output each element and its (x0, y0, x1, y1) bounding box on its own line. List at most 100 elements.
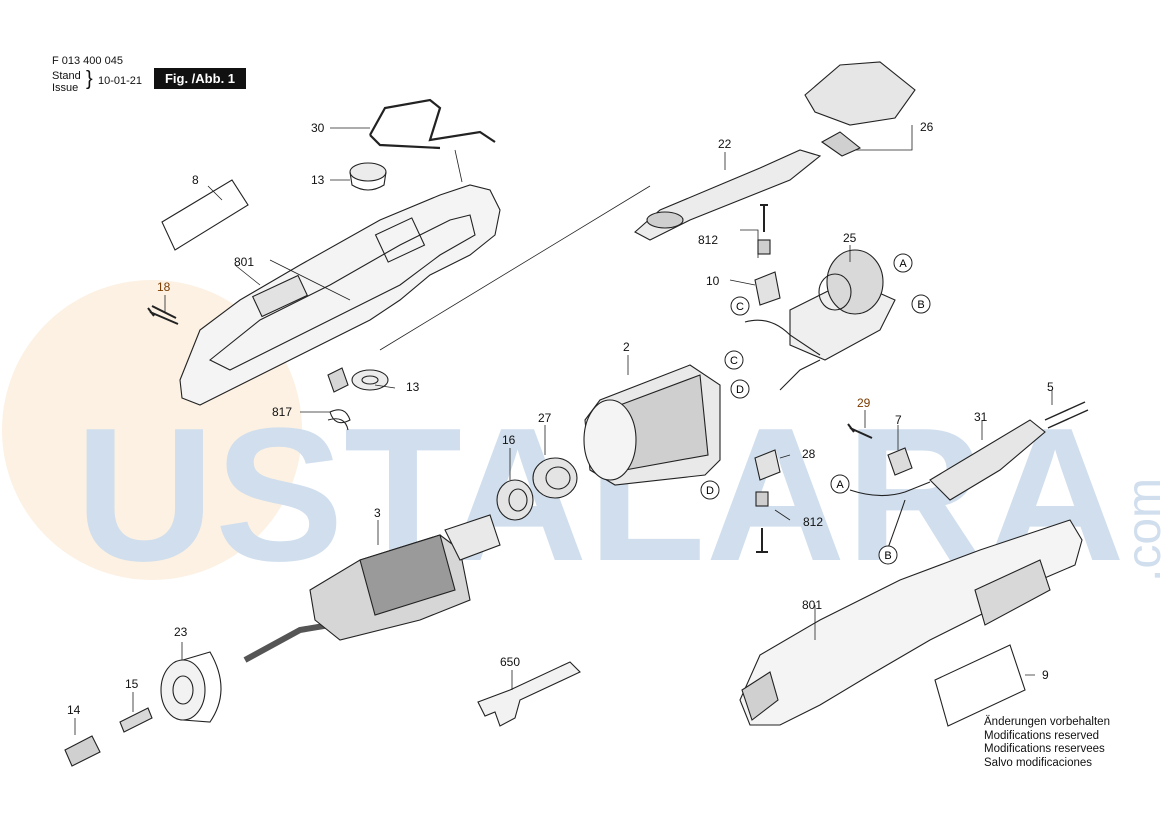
callout-817: 817 (272, 405, 292, 419)
cord-guard-31 (929, 419, 1046, 501)
housing-switch-slot (251, 274, 309, 318)
callout-8: 8 (192, 173, 199, 187)
brush-holder-10 (754, 271, 781, 306)
issue-date: 10-01-21 (98, 75, 143, 87)
callout-650: 650 (500, 655, 520, 669)
svg-text:C: C (730, 355, 738, 367)
callout-9: 9 (1042, 668, 1049, 682)
bearing-27 (532, 457, 578, 499)
wire-bracket (369, 98, 496, 150)
callout-26: 26 (920, 120, 934, 134)
rear-housing-outline (739, 519, 1083, 726)
callout-27: 27 (538, 411, 552, 425)
plug-13-top-side (349, 171, 387, 191)
svg-text:A: A (836, 479, 844, 491)
callout-14: 14 (67, 703, 81, 717)
switch-slider-knob (646, 211, 684, 229)
callout-801-bottom: 801 (802, 598, 822, 612)
drawing-lines (64, 61, 1089, 767)
svg-text:B: B (884, 550, 891, 562)
connector-d-bottom: D (700, 480, 720, 500)
wrench-650 (477, 661, 581, 727)
callout-18: 18 (157, 280, 171, 294)
connector-c-stator: C (724, 350, 744, 370)
brush-812-top (757, 239, 771, 255)
svg-text:C: C (736, 301, 744, 313)
stator-2-face (583, 399, 637, 481)
brush-812-bottom (755, 491, 769, 507)
connector-a-top: A (893, 253, 913, 273)
callout-28: 28 (802, 447, 816, 461)
rear-housing-grip (974, 559, 1051, 626)
callout-23: 23 (174, 625, 188, 639)
note-fr: Modifications reservees (984, 743, 1105, 756)
connector-b-top: B (911, 294, 931, 314)
cord-5 (1044, 401, 1089, 429)
callout-25: 25 (843, 231, 857, 245)
watermark-suffix: .com (1118, 478, 1169, 582)
callout-labels: 30 13 8 801 18 817 13 22 26 812 25 10 2 … (67, 120, 1054, 717)
armature-3-commutator (444, 514, 501, 561)
callout-812-top: 812 (698, 233, 718, 247)
ring-16 (496, 479, 534, 521)
rear-housing-nose (741, 671, 779, 721)
svg-text:D: D (736, 384, 744, 396)
screw-29 (847, 423, 873, 439)
connector-d-stator: D (730, 379, 750, 399)
plug-13-top (349, 162, 387, 182)
callout-30: 30 (311, 121, 325, 135)
ring-16-inner (508, 488, 528, 512)
connector-b-bottom: B (878, 545, 898, 565)
collet-15 (119, 707, 153, 733)
cover-26 (804, 61, 916, 126)
header-brace: } (86, 68, 93, 90)
callout-812-bottom: 812 (803, 515, 823, 529)
clamp-7 (887, 447, 913, 476)
nose-23-hole (172, 675, 194, 705)
spring-817 (327, 409, 351, 431)
figure-label: Fig. /Abb. 1 (154, 68, 246, 89)
note-en: Modifications reserved (984, 729, 1100, 742)
cover-26-small (820, 131, 862, 157)
callout-7: 7 (895, 413, 902, 427)
callout-16: 16 (502, 433, 516, 447)
issue-label: Issue (52, 82, 79, 94)
nose-23-face (160, 659, 206, 721)
terminal-28 (754, 449, 781, 481)
screw-812-bottom (756, 528, 768, 553)
callout-13-top: 13 (311, 173, 325, 187)
plug-13-bottom-inner (361, 375, 379, 385)
svg-text:A: A (899, 258, 907, 270)
screw-812-top (760, 204, 768, 232)
callout-15: 15 (125, 677, 139, 691)
nose-23-body (182, 651, 222, 723)
svg-text:D: D (706, 485, 714, 497)
connector-c-top: C (730, 296, 750, 316)
screw-18 (147, 305, 179, 325)
label-9 (934, 644, 1026, 727)
callout-2: 2 (623, 340, 630, 354)
callout-29: 29 (857, 396, 871, 410)
svg-text:B: B (917, 299, 924, 311)
button-817 (327, 367, 349, 393)
document-number: F 013 400 045 (52, 55, 123, 67)
wire-b (887, 499, 906, 549)
callout-31: 31 (974, 410, 988, 424)
callout-801-top: 801 (234, 255, 254, 269)
label-8 (161, 179, 249, 251)
connector-a-bottom: A (830, 474, 850, 494)
modification-notes: Änderungen vorbehalten Modifications res… (984, 716, 1110, 770)
switch-wheel-25 (826, 249, 884, 315)
note-es: Salvo modificaciones (984, 756, 1093, 769)
callout-22: 22 (718, 137, 732, 151)
armature-3-winding (359, 534, 456, 616)
connector-markers: A B C C D D A B (700, 253, 931, 565)
plug-13-bottom (351, 369, 389, 391)
leader-lines (74, 125, 1053, 735)
callout-5: 5 (1047, 380, 1054, 394)
bearing-27-inner (545, 466, 571, 490)
housing-half-inner (208, 214, 476, 371)
wires-c (744, 319, 821, 391)
